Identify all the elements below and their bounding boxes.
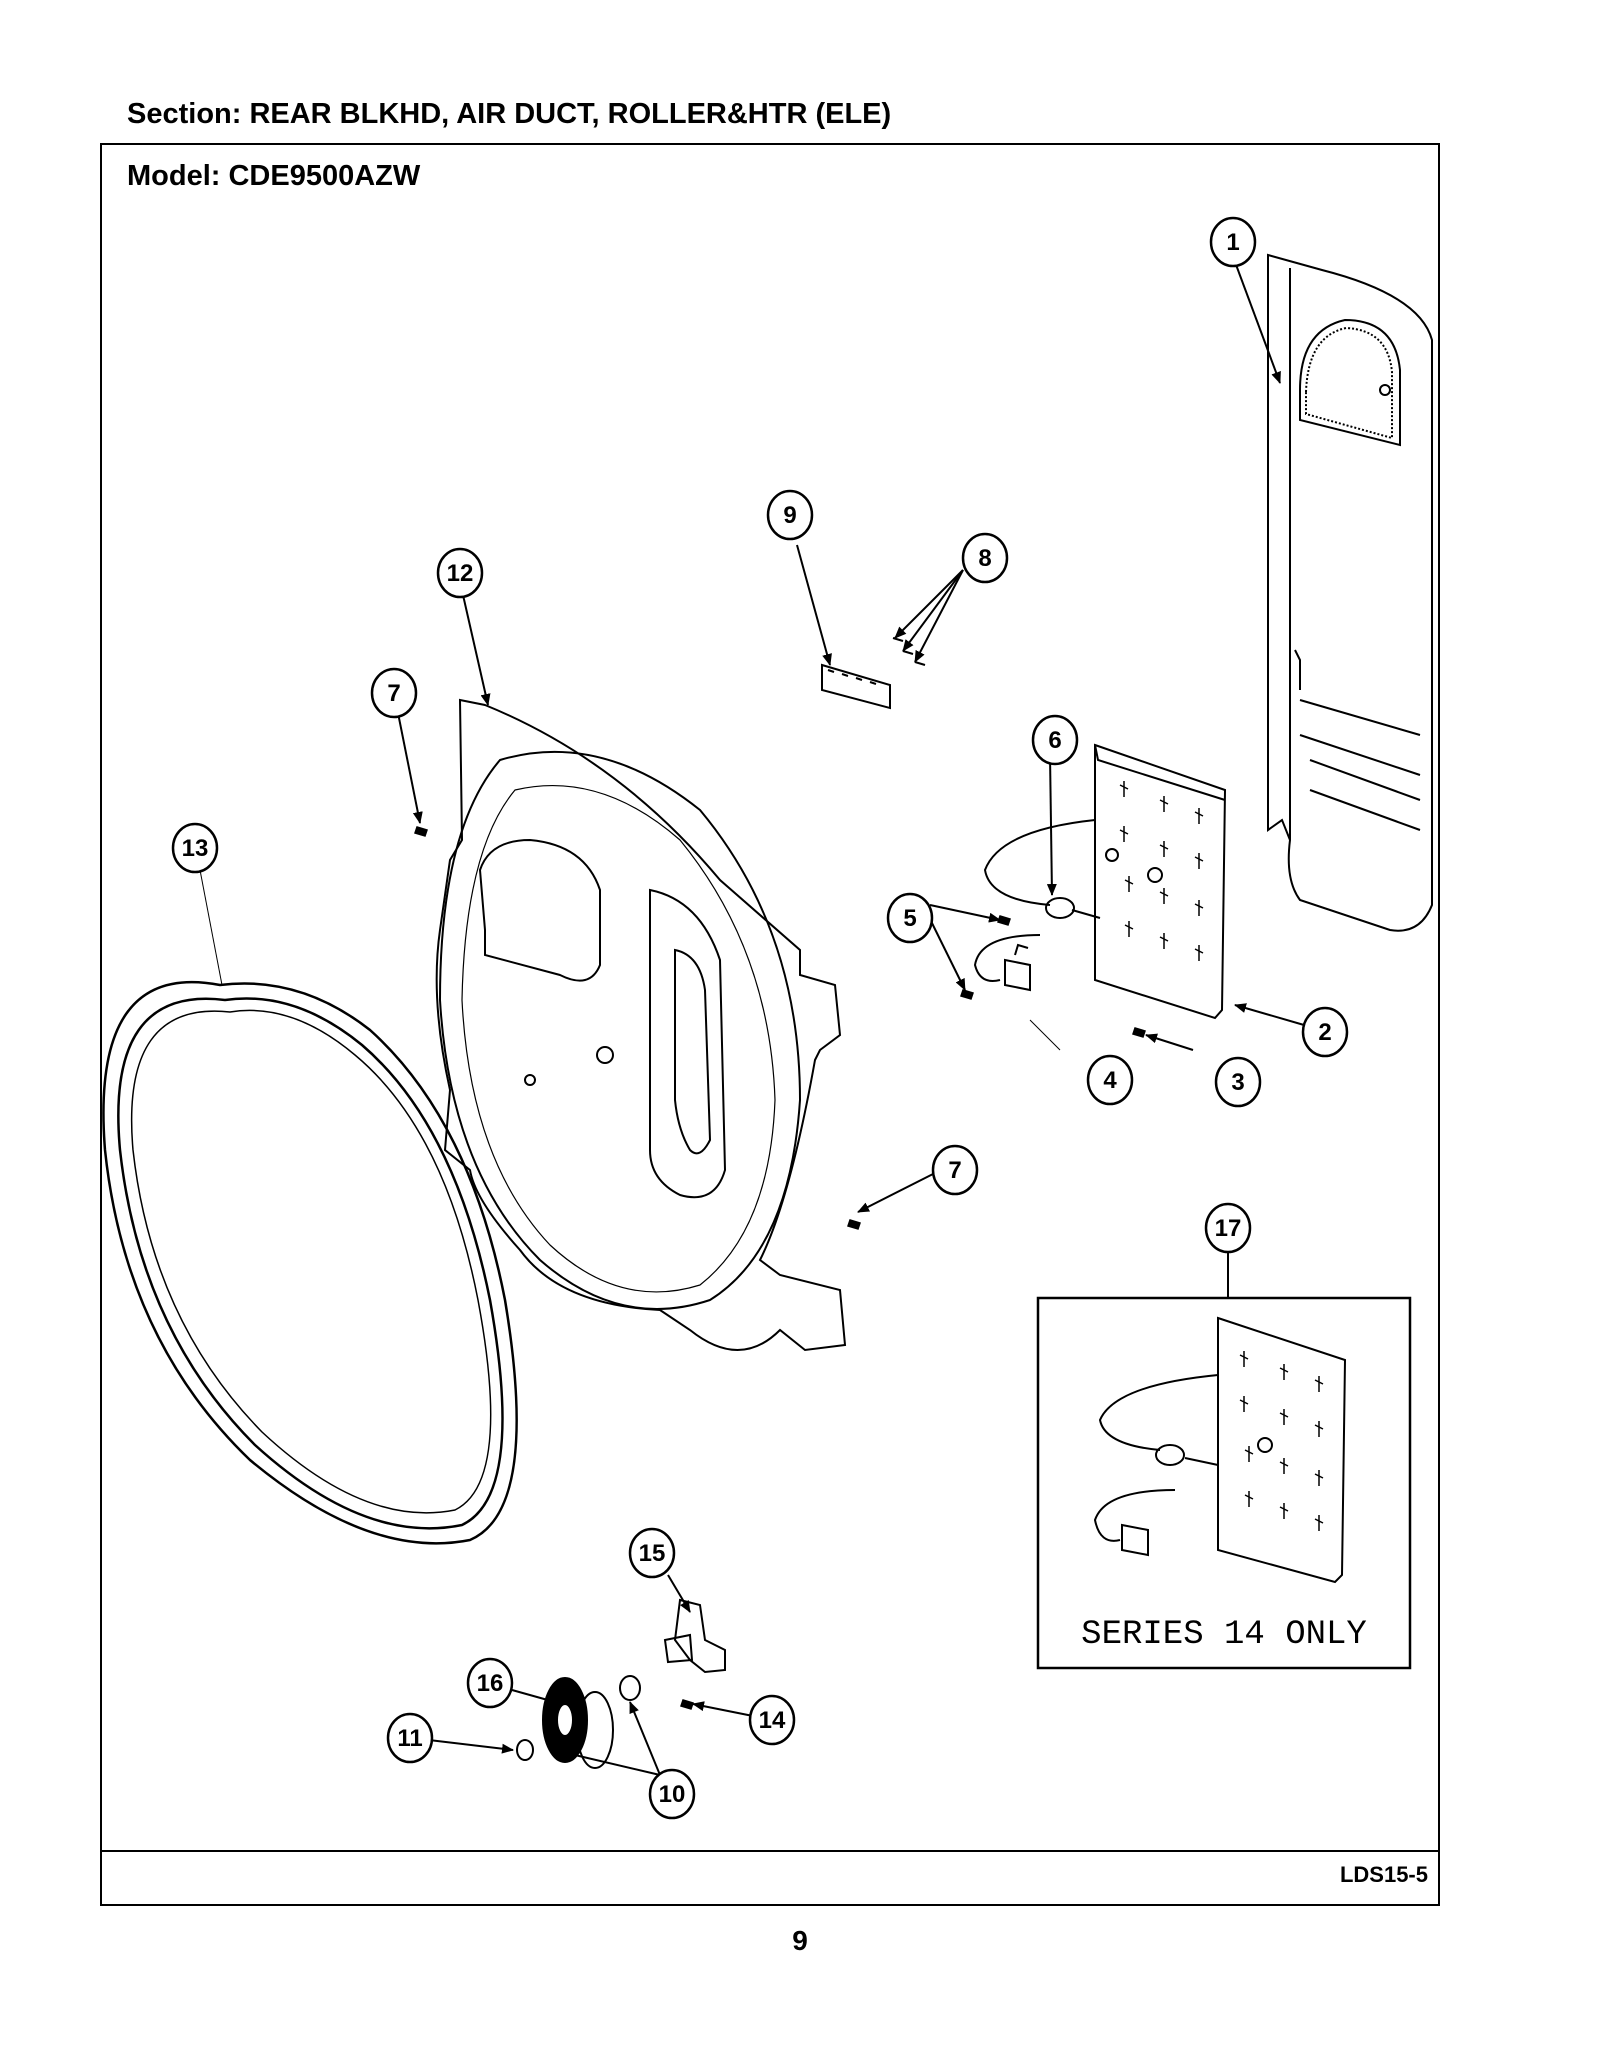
model-title: Model: CDE9500AZW xyxy=(127,160,421,192)
callout-7-upper: 7 xyxy=(370,667,418,719)
callout-7-lower: 7 xyxy=(931,1144,979,1196)
section-title: Section: REAR BLKHD, AIR DUCT, ROLLER&HT… xyxy=(127,98,892,130)
rear-bulkhead-part xyxy=(435,698,847,1352)
callout-16: 16 xyxy=(466,1657,514,1709)
callout-3: 3 xyxy=(1214,1056,1262,1108)
callout-11: 11 xyxy=(386,1712,434,1764)
svg-text:13: 13 xyxy=(182,835,209,862)
svg-text:14: 14 xyxy=(759,1707,786,1734)
callout-9: 9 xyxy=(766,489,814,541)
heater-panel-part xyxy=(1094,743,1227,1020)
callout-14: 14 xyxy=(748,1694,796,1746)
thermostat-parts xyxy=(973,819,1101,992)
svg-text:4: 4 xyxy=(1103,1067,1117,1094)
svg-text:9: 9 xyxy=(783,502,796,529)
callout-1: 1 xyxy=(1209,216,1257,268)
callout-15: 15 xyxy=(628,1527,676,1579)
svg-text:15: 15 xyxy=(639,1540,666,1567)
svg-text:7: 7 xyxy=(948,1157,961,1184)
diagram-frame xyxy=(100,143,1440,1906)
callout-8: 8 xyxy=(961,532,1009,584)
footer-divider xyxy=(100,1850,1440,1852)
callout-12: 12 xyxy=(436,547,484,599)
air-duct-part xyxy=(1267,253,1433,932)
callout-17: 17 xyxy=(1204,1202,1252,1254)
callout-6: 6 xyxy=(1031,714,1079,766)
page-number: 9 xyxy=(792,1925,808,1956)
svg-text:10: 10 xyxy=(659,1781,686,1808)
terminal-block-part xyxy=(821,637,926,710)
svg-text:8: 8 xyxy=(978,545,991,572)
roller-assembly-parts xyxy=(516,1598,726,1769)
callout-5: 5 xyxy=(886,892,934,944)
svg-text:1: 1 xyxy=(1226,229,1239,256)
svg-text:6: 6 xyxy=(1048,727,1061,754)
svg-text:12: 12 xyxy=(447,560,474,587)
callout-13: 13 xyxy=(171,822,219,874)
svg-text:17: 17 xyxy=(1215,1215,1242,1242)
svg-text:5: 5 xyxy=(903,905,916,932)
inset-label: SERIES 14 ONLY xyxy=(1081,1616,1367,1654)
svg-text:16: 16 xyxy=(477,1670,504,1697)
svg-text:3: 3 xyxy=(1231,1069,1244,1096)
callout-10: 10 xyxy=(648,1768,696,1820)
diagram-code: LDS15-5 xyxy=(1339,1862,1428,1887)
callout-4: 4 xyxy=(1086,1054,1134,1106)
callouts: 1 2 3 4 5 6 7 7 8 9 10 11 12 13 14 15 16… xyxy=(171,216,1349,1820)
callout-2: 2 xyxy=(1301,1006,1349,1058)
series-14-inset: SERIES 14 ONLY xyxy=(1036,1296,1412,1670)
seal-ring-part xyxy=(102,980,518,1545)
screw-parts xyxy=(414,826,1146,1710)
svg-text:2: 2 xyxy=(1318,1019,1331,1046)
svg-text:7: 7 xyxy=(387,680,400,707)
leader-lines xyxy=(199,261,1305,1776)
svg-text:11: 11 xyxy=(397,1725,422,1752)
